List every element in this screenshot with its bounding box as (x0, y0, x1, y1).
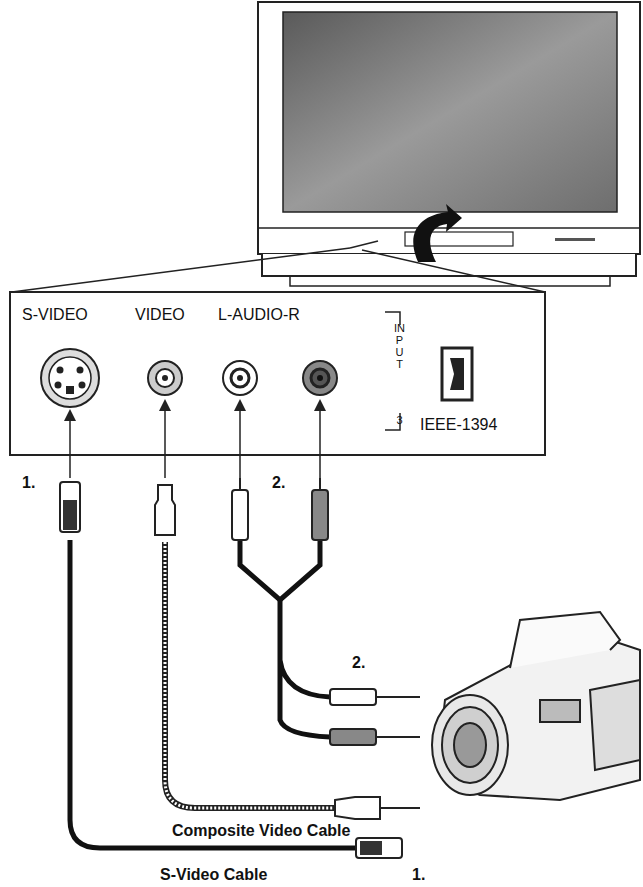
input-number: INPUT (394, 322, 405, 370)
port-label: IEEE-1394 (420, 416, 497, 434)
camcorder (432, 612, 640, 800)
cable-label: S-Video Cable (160, 866, 267, 884)
callout-number: 1. (22, 474, 35, 492)
cable-label: Composite Video Cable (172, 822, 350, 840)
callout-number: 2. (272, 474, 285, 492)
s-video-cable (60, 482, 402, 858)
insert-arrows (70, 405, 320, 478)
audio-cable (232, 478, 420, 745)
port-label: S-VIDEO (22, 306, 88, 324)
callout-number: 2. (352, 654, 365, 672)
television (258, 2, 640, 286)
port-label: L-AUDIO-R (218, 306, 300, 324)
input-number: 3 (394, 414, 405, 426)
callout-number: 1. (412, 866, 425, 884)
input-panel (10, 292, 545, 455)
composite-video-cable (155, 485, 420, 819)
port-label: VIDEO (135, 306, 185, 324)
